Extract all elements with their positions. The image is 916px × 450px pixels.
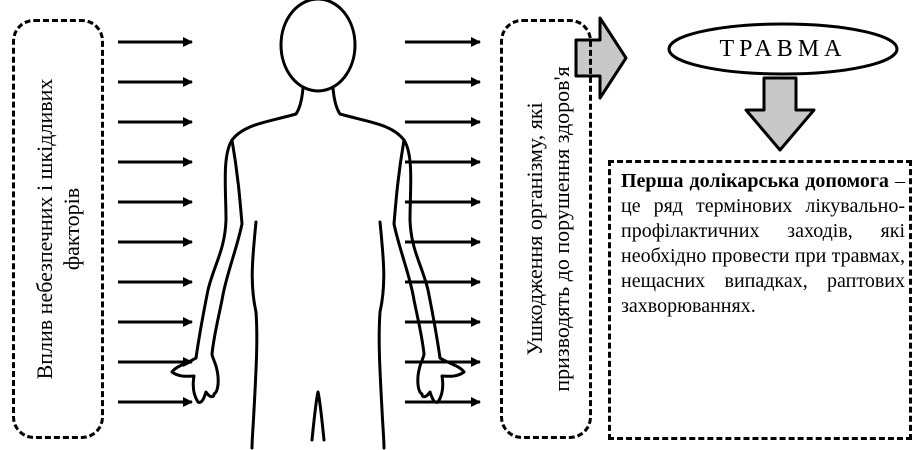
definition-term: Перша долікарська допомога — [621, 170, 889, 192]
left-factors-label: Вплив небезпечних і шкідливих факторів — [31, 79, 85, 380]
human-body-outline-icon — [172, 0, 464, 448]
definition-body: – це ряд термінових лікувально-профілакт… — [621, 170, 905, 317]
definition-box: Перша долікарська допомога – це ряд терм… — [608, 160, 912, 440]
trauma-label: ТРАВМА — [667, 24, 899, 74]
right-damage-line2: призводять до порушення здоров'я — [548, 66, 575, 391]
definition-text: Перша долікарська допомога – це ряд терм… — [621, 169, 905, 319]
left-factors-line2: факторів — [58, 79, 85, 380]
block-arrow-icon — [746, 78, 814, 150]
right-damage-line1: Ушкодження організму, які — [521, 66, 548, 391]
left-arrow-column — [118, 42, 192, 402]
right-arrow-column — [405, 42, 480, 402]
left-factors-line1: Вплив небезпечних і шкідливих — [31, 79, 58, 380]
right-damage-label: Ушкодження організму, які призводять до … — [521, 66, 575, 391]
